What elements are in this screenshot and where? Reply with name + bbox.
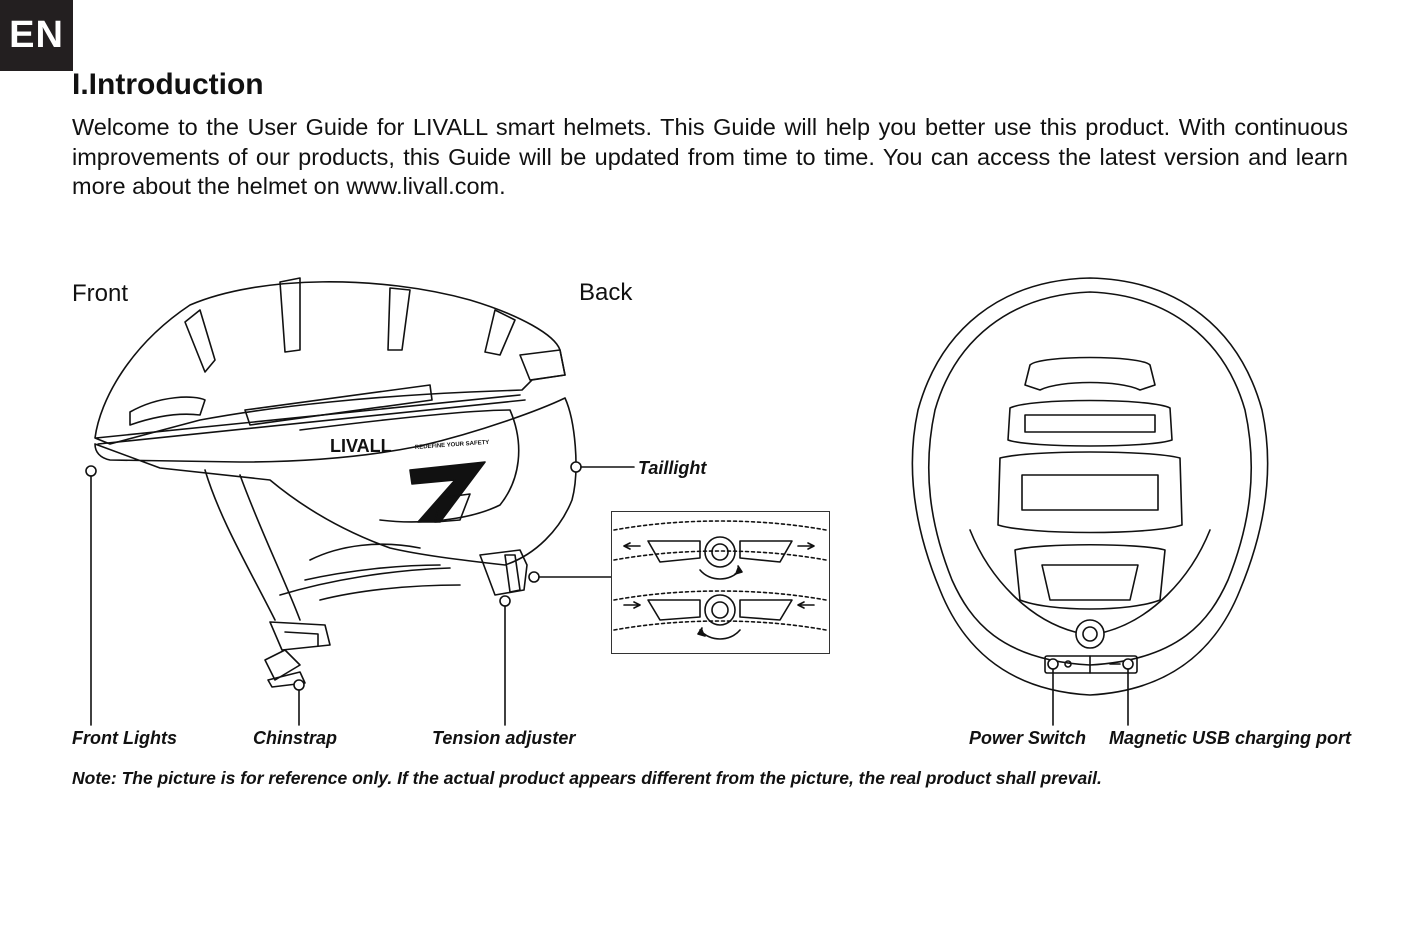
callout-chinstrap: Chinstrap	[253, 728, 338, 748]
intro-paragraph: Welcome to the User Guide for LIVALL sma…	[72, 114, 1348, 199]
reference-note: Note: The picture is for reference only.…	[72, 768, 1102, 788]
callout-magnetic-usb-port: Magnetic USB charging port	[1109, 728, 1352, 748]
callout-front-lights: Front Lights	[72, 728, 177, 748]
livall-tagline-text: REDEFINE YOUR SAFETY	[415, 440, 490, 451]
side-view-helmet: LIVALL REDEFINE YOUR SAFETY	[94, 277, 577, 688]
livall-logo-text: LIVALL	[330, 436, 392, 456]
callout-tension-adjuster: Tension adjuster	[432, 728, 576, 748]
callout-power-switch: Power Switch	[969, 728, 1087, 748]
side-callout-leaders	[85, 461, 635, 726]
language-badge: EN	[0, 0, 73, 71]
back-label: Back	[579, 279, 633, 306]
section-title: I.Introduction	[72, 68, 264, 101]
front-label: Front	[72, 280, 129, 307]
tension-adjuster-detail	[613, 520, 827, 640]
callout-taillight: Taillight	[638, 458, 707, 478]
tension-adjuster-detail-box	[611, 511, 830, 654]
rear-view-helmet	[911, 277, 1269, 726]
